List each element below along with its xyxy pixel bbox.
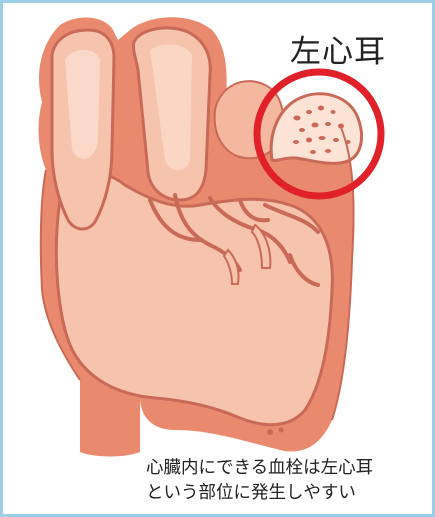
caption: 心臓内にできる血栓は左心耳 という部位に発生しやすい [146,456,426,506]
caption-line-2: という部位に発生しやすい [146,481,426,506]
caption-line-1: 心臓内にできる血栓は左心耳 [146,456,426,481]
left-atrial-appendage-label: 左心耳 [290,26,386,71]
inferior-vessel [80,400,140,457]
